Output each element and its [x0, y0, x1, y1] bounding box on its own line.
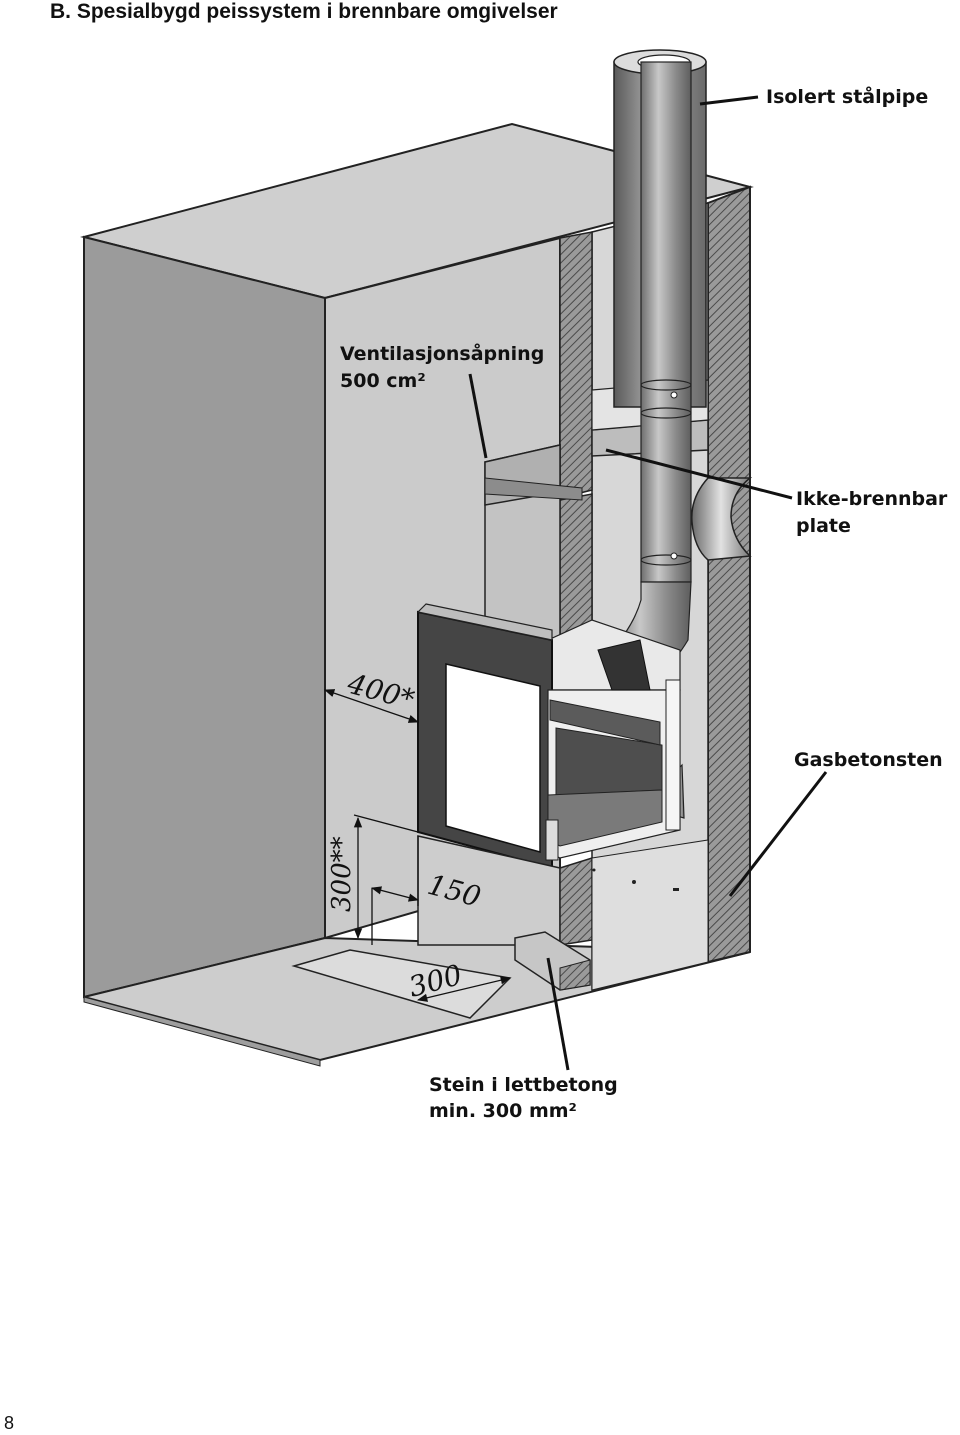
floor-edge [83, 996, 321, 1067]
vent-hole-3 [673, 888, 679, 891]
dim-300h-line [416, 976, 512, 1002]
dim-400-line [324, 689, 419, 723]
insert-side-rail [665, 679, 681, 831]
page-number: 8 [4, 1413, 15, 1433]
dim-150-line [370, 886, 420, 902]
vent-hole-1 [592, 868, 596, 872]
left-wall [83, 235, 326, 999]
label-plate-line1: Ikke-brennbar [796, 488, 948, 510]
pipe-rivet-2 [670, 391, 678, 399]
insert-hinge [545, 819, 559, 861]
inner-flue [640, 61, 692, 583]
fireplace-insert [416, 603, 681, 870]
chimney-pipe [611, 49, 707, 683]
front-column-cut [559, 231, 593, 499]
right-wall-cut [707, 185, 751, 964]
plinth-cut [559, 856, 593, 946]
baffle-plate [549, 699, 661, 746]
label-stone-line1: Stein i lettbetong [429, 1074, 618, 1096]
label-vent-line2: 500 cm² [340, 370, 426, 392]
insert-glass [445, 663, 541, 853]
leader-stone [546, 957, 570, 1071]
label-plate-line2: plate [796, 515, 851, 537]
page-title: B. Spesialbygd peissystem i brennbare om… [50, 0, 558, 23]
lower-cavity [591, 839, 709, 991]
pipe-joint-1 [640, 379, 692, 391]
label-chimney: Isolert stålpipe [766, 84, 928, 108]
leader-lines [468, 95, 828, 1071]
label-vent-line1: Ventilasjonsåpning [340, 341, 544, 365]
leader-plate [605, 448, 793, 500]
dim-300v-extension-top [353, 814, 419, 833]
air-inlet-hole [691, 477, 753, 561]
label-stone-line2: min. 300 mm² [429, 1100, 577, 1122]
stone-block-cut [559, 959, 591, 991]
leader-vent [468, 373, 488, 459]
pipe-rivet [670, 552, 678, 560]
pipe-joint-3 [640, 554, 692, 566]
leader-gas-concrete [728, 771, 828, 897]
insert-frame-top-lip [416, 603, 553, 641]
lower-plinth [417, 835, 709, 991]
vent-hole-2 [632, 880, 636, 884]
dim-300v-label: 300** [327, 836, 357, 912]
insert-top-deflector [597, 639, 651, 691]
dimension-lines [324, 689, 512, 1002]
label-gas-concrete: Gasbetonsten [794, 749, 943, 771]
pipe-joint-2 [640, 407, 692, 419]
leader-chimney [699, 95, 759, 106]
ventilation-slot-inner [484, 477, 583, 501]
